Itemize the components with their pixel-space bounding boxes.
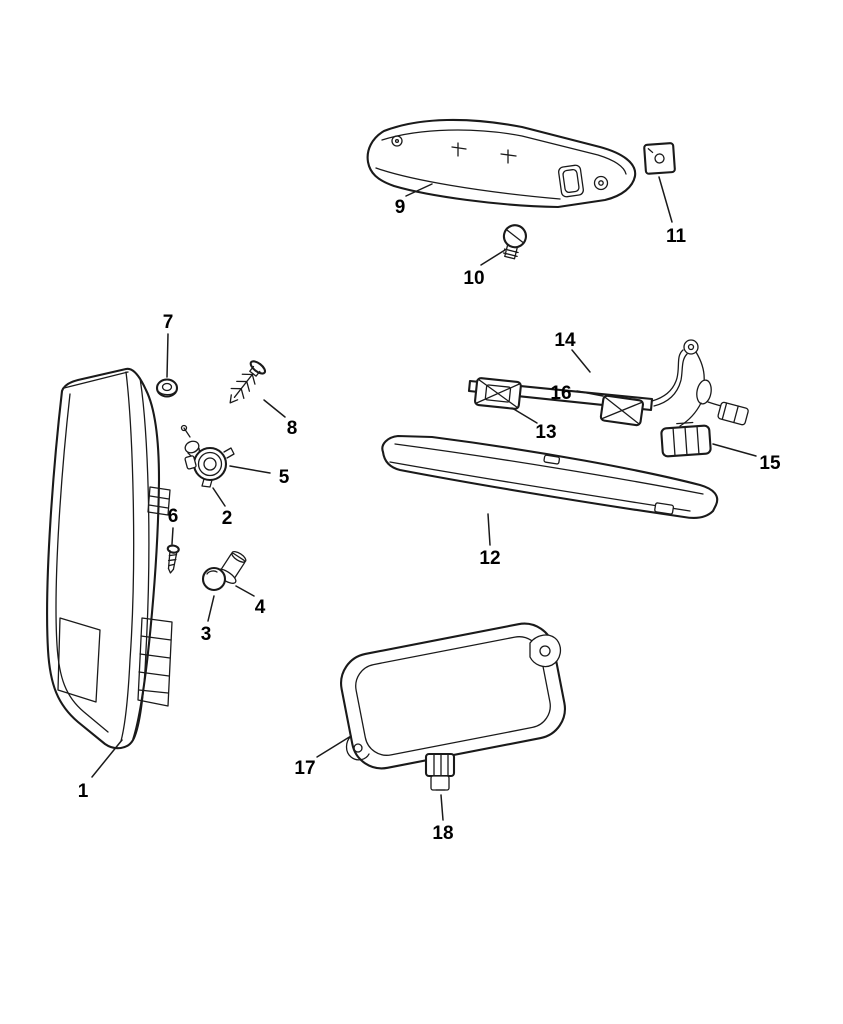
leader-lines xyxy=(91,176,757,821)
leader-line-1 xyxy=(91,739,123,778)
leader-line-8 xyxy=(263,399,286,418)
leader-line-12 xyxy=(487,513,491,546)
leader-line-11 xyxy=(658,176,673,223)
callout-4: 4 xyxy=(255,597,266,618)
callout-13: 13 xyxy=(535,422,556,443)
lamp-module-drawing xyxy=(340,622,566,791)
stop-lamp-trim-bar-drawing xyxy=(366,118,637,209)
leader-line-4 xyxy=(235,585,255,597)
light-bar-drawing xyxy=(381,434,719,519)
bulb-and-socket-drawing xyxy=(201,551,247,592)
callout-18: 18 xyxy=(432,823,453,844)
leader-line-6 xyxy=(171,527,174,545)
leader-line-3 xyxy=(207,595,215,622)
leader-line-10 xyxy=(480,249,506,266)
wiring-harness-drawing xyxy=(467,339,749,458)
callout-1: 1 xyxy=(78,781,89,802)
leader-line-17 xyxy=(316,735,352,758)
leader-line-16 xyxy=(576,390,604,397)
callout-2: 2 xyxy=(222,508,233,529)
leader-line-14 xyxy=(571,349,591,373)
retainer-clip-drawing xyxy=(229,360,267,404)
callout-6: 6 xyxy=(168,506,179,527)
square-nut-drawing xyxy=(643,142,676,175)
leader-line-5 xyxy=(229,465,271,474)
leader-line-9 xyxy=(405,183,433,197)
callout-11: 11 xyxy=(666,226,687,247)
leader-line-15 xyxy=(712,443,757,457)
callout-12: 12 xyxy=(479,548,500,569)
leader-line-7 xyxy=(166,333,169,378)
callout-5: 5 xyxy=(279,467,290,488)
bulb-socket-assembly-drawing xyxy=(180,424,235,488)
callouts: 1 2 3 4 5 6 7 8 9 10 11 12 13 14 15 16 1… xyxy=(78,197,781,844)
callout-7: 7 xyxy=(163,312,174,333)
tail-lamp-assembly-drawing xyxy=(46,367,173,750)
callout-17: 17 xyxy=(294,758,315,779)
screw-drawing xyxy=(166,544,180,574)
callout-14: 14 xyxy=(554,330,576,351)
module-connector-drawing xyxy=(424,752,456,791)
grommet-drawing xyxy=(155,378,179,398)
leader-line-13 xyxy=(511,407,538,424)
leader-line-18 xyxy=(440,794,444,821)
callout-15: 15 xyxy=(759,453,781,474)
callout-9: 9 xyxy=(395,197,406,218)
callout-16: 16 xyxy=(550,383,571,404)
callout-8: 8 xyxy=(287,418,298,439)
push-pin-drawing xyxy=(502,224,527,260)
callout-3: 3 xyxy=(201,624,212,645)
leader-line-2 xyxy=(212,487,226,507)
callout-10: 10 xyxy=(463,268,484,289)
